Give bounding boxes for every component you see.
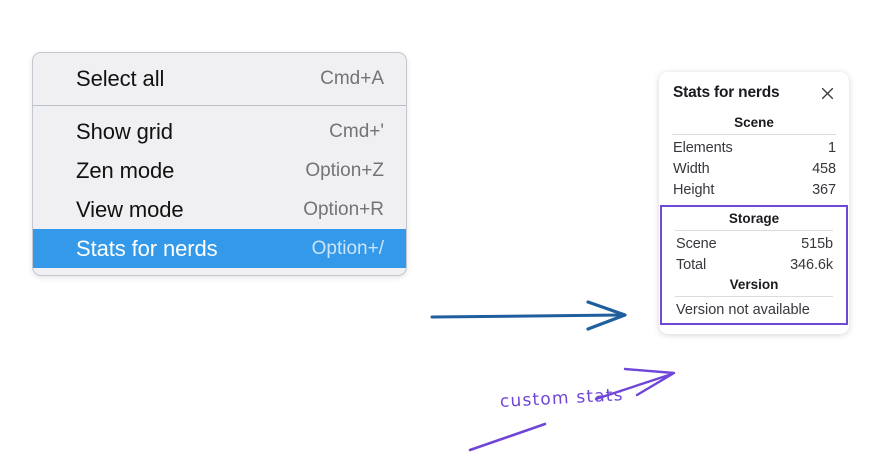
custom-stats-highlight-box: Storage Scene 515b Total 346.6k Version … (660, 205, 848, 325)
stat-row: Total 346.6k (662, 255, 846, 276)
panel-title: Stats for nerds (673, 84, 780, 101)
menu-section-2: Show grid Cmd+' Zen mode Option+Z View m… (33, 105, 406, 275)
menu-item-shortcut: Cmd+A (320, 67, 384, 89)
stat-row: Elements 1 (659, 138, 849, 159)
menu-item-zen-mode[interactable]: Zen mode Option+Z (33, 151, 406, 190)
stat-key: Height (673, 182, 715, 198)
menu-item-label: Stats for nerds (76, 235, 218, 261)
menu-item-shortcut: Option+/ (311, 237, 384, 259)
storage-heading: Storage (728, 211, 780, 226)
panel-header: Stats for nerds (659, 84, 849, 102)
stat-row: Width 458 (659, 159, 849, 180)
menu-section-1: Select all Cmd+A (33, 53, 406, 105)
stat-key: Elements (673, 140, 733, 156)
custom-stats-annotation-label: custom stats (499, 385, 625, 412)
purple-underline-stroke (468, 422, 547, 452)
stat-key: Width (673, 161, 710, 177)
version-section: Version Version not available (662, 276, 846, 320)
version-heading: Version (729, 277, 779, 292)
stat-key: Total (676, 257, 707, 273)
scene-divider (672, 134, 836, 135)
stat-value: 346.6k (790, 257, 833, 273)
version-value: Version not available (676, 302, 810, 318)
version-divider (675, 296, 833, 297)
close-icon[interactable] (819, 85, 836, 102)
menu-item-shortcut: Option+Z (305, 159, 384, 181)
menu-item-view-mode[interactable]: View mode Option+R (33, 190, 406, 229)
scene-heading: Scene (734, 115, 774, 130)
stat-row: Height 367 (659, 180, 849, 201)
blue-arrow-annotation (430, 300, 627, 331)
stat-key: Scene (676, 236, 717, 252)
menu-item-label: Zen mode (76, 157, 175, 183)
menu-item-label: View mode (76, 196, 184, 222)
stat-value: 1 (828, 140, 836, 156)
storage-section: Storage Scene 515b Total 346.6k (662, 210, 846, 276)
menu-item-shortcut: Cmd+' (329, 120, 384, 142)
stat-value: 458 (812, 161, 836, 177)
canvas-context-menu[interactable]: Select all Cmd+A Show grid Cmd+' Zen mod… (32, 52, 407, 276)
stat-row: Scene 515b (662, 234, 846, 255)
storage-divider (675, 230, 833, 231)
stats-for-nerds-panel: Stats for nerds Scene Elements 1 Width 4… (659, 72, 849, 334)
menu-item-label: Select all (76, 65, 165, 91)
menu-item-select-all[interactable]: Select all Cmd+A (33, 59, 406, 98)
menu-item-label: Show grid (76, 118, 173, 144)
scene-section: Scene Elements 1 Width 458 Height 367 (659, 114, 849, 201)
menu-item-stats-for-nerds[interactable]: Stats for nerds Option+/ (33, 229, 406, 268)
stat-value: 515b (801, 236, 833, 252)
menu-item-show-grid[interactable]: Show grid Cmd+' (33, 112, 406, 151)
menu-item-shortcut: Option+R (303, 198, 384, 220)
stat-value: 367 (812, 182, 836, 198)
